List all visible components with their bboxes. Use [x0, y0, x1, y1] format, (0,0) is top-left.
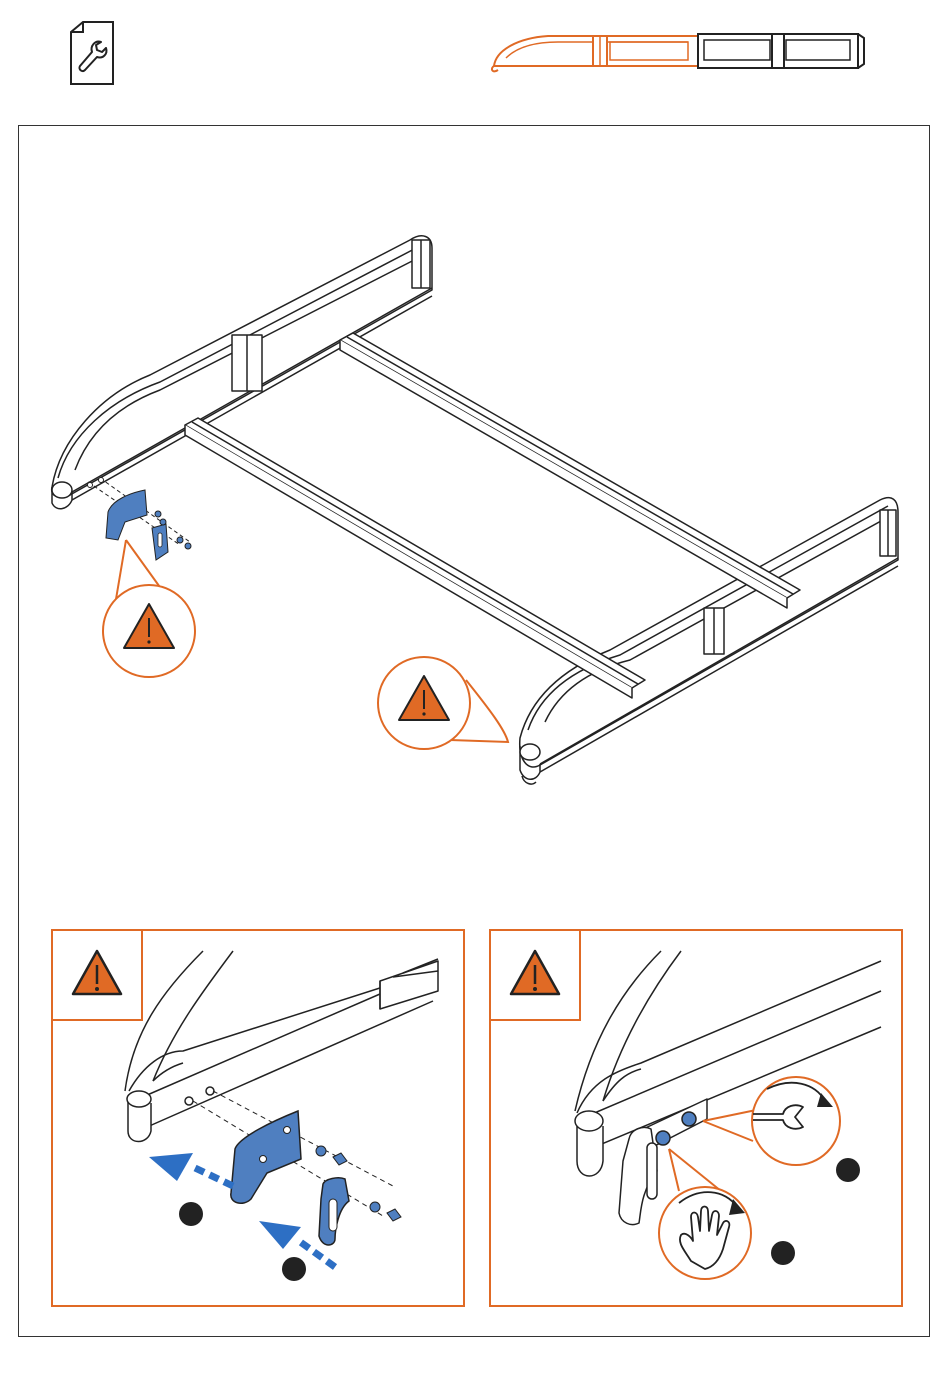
- warning-callout-right: [378, 657, 508, 749]
- detail-panel-right: [489, 929, 903, 1307]
- frame-assembly-illustration: [20, 127, 928, 907]
- hand-tighten-callout: [659, 1149, 751, 1279]
- detail-panel-left: [51, 929, 465, 1307]
- spacer-plate-small: [106, 490, 147, 540]
- warning-callout-left: [103, 540, 195, 677]
- product-overview-icon: [488, 28, 868, 74]
- tightening-detail-illustration: [491, 931, 901, 1305]
- end-fitting-detail-illustration: [53, 931, 463, 1305]
- step-marker-2: [771, 1241, 795, 1265]
- step-marker-1: [836, 1158, 860, 1182]
- wrench-tighten-callout: [703, 1077, 840, 1165]
- step-marker-1: [179, 1202, 203, 1226]
- insert-arrow-1: [193, 1167, 233, 1186]
- step-marker-2: [282, 1257, 306, 1281]
- wrench-document-icon: [68, 20, 116, 86]
